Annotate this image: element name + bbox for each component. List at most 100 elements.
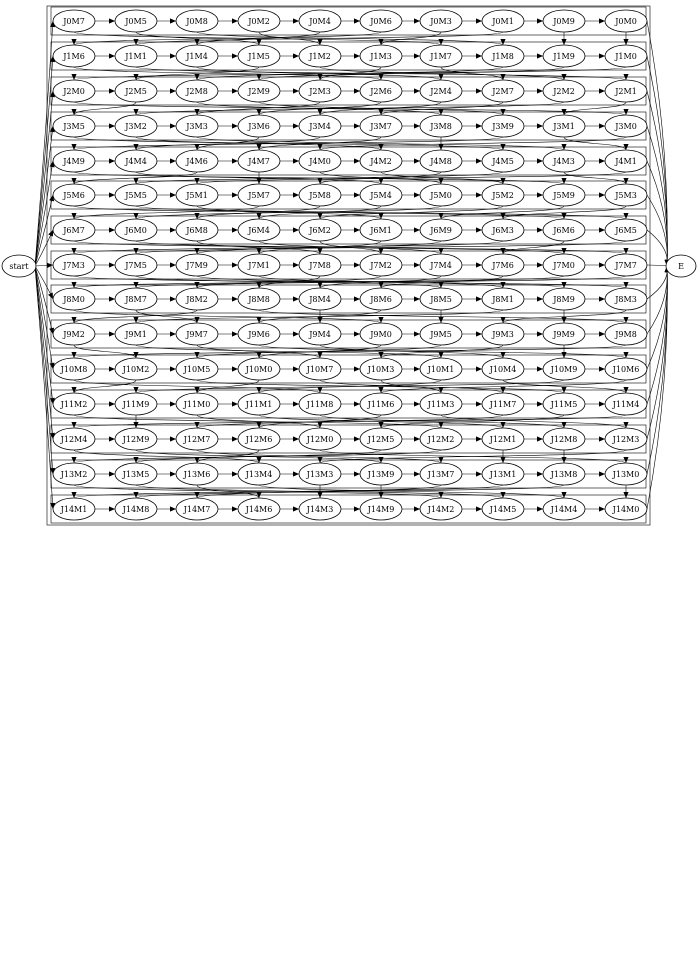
- operation-node[interactable]: J14M9: [359, 497, 403, 521]
- operation-node[interactable]: J3M4: [298, 114, 342, 138]
- operation-node[interactable]: J2M6: [359, 79, 403, 103]
- operation-node[interactable]: J12M0: [298, 427, 342, 451]
- operation-node[interactable]: J4M7: [237, 149, 281, 173]
- operation-node[interactable]: J9M3: [481, 322, 525, 346]
- end-node[interactable]: E: [665, 254, 697, 278]
- operation-node[interactable]: J2M8: [175, 79, 219, 103]
- operation-node[interactable]: J0M7: [52, 9, 96, 33]
- operation-node[interactable]: J0M3: [419, 9, 463, 33]
- operation-node[interactable]: J1M9: [542, 44, 586, 68]
- operation-node[interactable]: J12M4: [52, 427, 96, 451]
- operation-node[interactable]: J5M2: [481, 183, 525, 207]
- operation-node[interactable]: J14M2: [419, 497, 463, 521]
- operation-node[interactable]: J14M7: [175, 497, 219, 521]
- operation-node[interactable]: J5M0: [419, 183, 463, 207]
- operation-node[interactable]: J5M7: [237, 183, 281, 207]
- operation-node[interactable]: J10M7: [298, 357, 342, 381]
- operation-node[interactable]: J3M8: [419, 114, 463, 138]
- operation-node[interactable]: J2M3: [298, 79, 342, 103]
- operation-node[interactable]: J10M1: [419, 357, 463, 381]
- operation-node[interactable]: J12M9: [114, 427, 158, 451]
- operation-node[interactable]: J2M1: [604, 79, 648, 103]
- operation-node[interactable]: J13M6: [175, 462, 219, 486]
- operation-node[interactable]: J1M5: [237, 44, 281, 68]
- operation-node[interactable]: J6M9: [419, 218, 463, 242]
- operation-node[interactable]: J4M2: [359, 149, 403, 173]
- operation-node[interactable]: J7M1: [237, 253, 281, 277]
- operation-node[interactable]: J13M0: [604, 462, 648, 486]
- operation-node[interactable]: J14M3: [298, 497, 342, 521]
- operation-node[interactable]: J7M7: [604, 253, 648, 277]
- operation-node[interactable]: J13M7: [419, 462, 463, 486]
- operation-node[interactable]: J9M7: [175, 322, 219, 346]
- operation-node[interactable]: J7M4: [419, 253, 463, 277]
- operation-node[interactable]: J8M2: [175, 287, 219, 311]
- operation-node[interactable]: J10M4: [481, 357, 525, 381]
- operation-node[interactable]: J14M0: [604, 497, 648, 521]
- operation-node[interactable]: J1M8: [481, 44, 525, 68]
- operation-node[interactable]: J8M7: [114, 287, 158, 311]
- operation-node[interactable]: J4M9: [52, 149, 96, 173]
- operation-node[interactable]: J9M8: [604, 322, 648, 346]
- operation-node[interactable]: J1M1: [114, 44, 158, 68]
- operation-node[interactable]: J14M8: [114, 497, 158, 521]
- operation-node[interactable]: J12M3: [604, 427, 648, 451]
- operation-node[interactable]: J12M2: [419, 427, 463, 451]
- operation-node[interactable]: J4M0: [298, 149, 342, 173]
- operation-node[interactable]: J10M5: [175, 357, 219, 381]
- operation-node[interactable]: J8M9: [542, 287, 586, 311]
- operation-node[interactable]: J10M6: [604, 357, 648, 381]
- operation-node[interactable]: J8M3: [604, 287, 648, 311]
- operation-node[interactable]: J6M2: [298, 218, 342, 242]
- operation-node[interactable]: J10M9: [542, 357, 586, 381]
- operation-node[interactable]: J9M1: [114, 322, 158, 346]
- operation-node[interactable]: J0M0: [604, 9, 648, 33]
- operation-node[interactable]: J11M2: [52, 392, 96, 416]
- operation-node[interactable]: J11M4: [604, 392, 648, 416]
- operation-node[interactable]: J4M3: [542, 149, 586, 173]
- operation-node[interactable]: J7M9: [175, 253, 219, 277]
- operation-node[interactable]: J8M1: [481, 287, 525, 311]
- operation-node[interactable]: J13M3: [298, 462, 342, 486]
- operation-node[interactable]: J5M5: [114, 183, 158, 207]
- operation-node[interactable]: J4M8: [419, 149, 463, 173]
- operation-node[interactable]: J13M4: [237, 462, 281, 486]
- operation-node[interactable]: J7M5: [114, 253, 158, 277]
- operation-node[interactable]: J2M4: [419, 79, 463, 103]
- operation-node[interactable]: J12M8: [542, 427, 586, 451]
- operation-node[interactable]: J4M5: [481, 149, 525, 173]
- operation-node[interactable]: J6M5: [604, 218, 648, 242]
- operation-node[interactable]: J11M0: [175, 392, 219, 416]
- operation-node[interactable]: J5M1: [175, 183, 219, 207]
- operation-node[interactable]: J5M6: [52, 183, 96, 207]
- operation-node[interactable]: J11M3: [419, 392, 463, 416]
- operation-node[interactable]: J6M4: [237, 218, 281, 242]
- operation-node[interactable]: J14M6: [237, 497, 281, 521]
- operation-node[interactable]: J0M5: [114, 9, 158, 33]
- operation-node[interactable]: J2M7: [481, 79, 525, 103]
- operation-node[interactable]: J4M6: [175, 149, 219, 173]
- operation-node[interactable]: J8M4: [298, 287, 342, 311]
- operation-node[interactable]: J0M9: [542, 9, 586, 33]
- operation-node[interactable]: J3M1: [542, 114, 586, 138]
- operation-node[interactable]: J3M5: [52, 114, 96, 138]
- operation-node[interactable]: J0M2: [237, 9, 281, 33]
- operation-node[interactable]: J3M2: [114, 114, 158, 138]
- operation-node[interactable]: J9M4: [298, 322, 342, 346]
- operation-node[interactable]: J14M5: [481, 497, 525, 521]
- operation-node[interactable]: J3M7: [359, 114, 403, 138]
- operation-node[interactable]: J13M1: [481, 462, 525, 486]
- operation-node[interactable]: J4M1: [604, 149, 648, 173]
- operation-node[interactable]: J6M6: [542, 218, 586, 242]
- operation-node[interactable]: J7M3: [52, 253, 96, 277]
- operation-node[interactable]: J6M7: [52, 218, 96, 242]
- operation-node[interactable]: J11M9: [114, 392, 158, 416]
- operation-node[interactable]: J2M2: [542, 79, 586, 103]
- operation-node[interactable]: J3M0: [604, 114, 648, 138]
- operation-node[interactable]: J13M2: [52, 462, 96, 486]
- operation-node[interactable]: J6M3: [481, 218, 525, 242]
- operation-node[interactable]: J1M3: [359, 44, 403, 68]
- operation-node[interactable]: J1M4: [175, 44, 219, 68]
- operation-node[interactable]: J0M8: [175, 9, 219, 33]
- operation-node[interactable]: J7M8: [298, 253, 342, 277]
